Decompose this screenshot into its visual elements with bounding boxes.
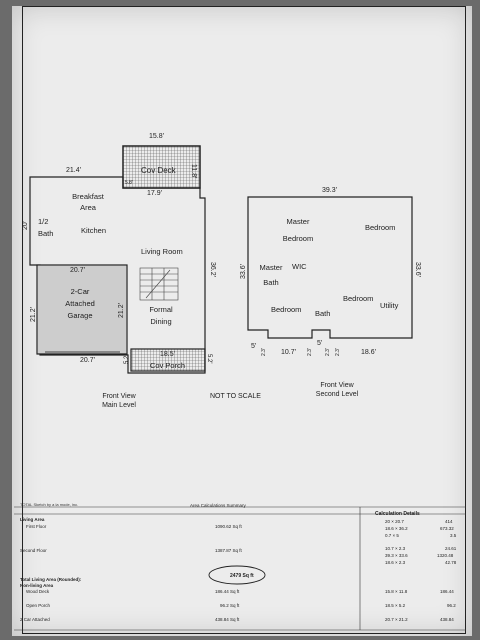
second-floor-label: Second Floor <box>20 548 47 553</box>
dim-offset-2: 2.3' <box>307 348 313 356</box>
room-garage: 2-Car Attached Garage <box>65 287 95 320</box>
garage-calc-val: 438.84 <box>440 617 454 622</box>
not-to-scale-label: NOT TO SCALE <box>210 393 261 400</box>
garage-calc-expr: 20.7 × 21.2 <box>385 617 408 622</box>
room-living: Living Room <box>141 247 183 256</box>
deck-value: 186.44 Sq ft <box>215 589 240 594</box>
dim-porch-left: 5.2' <box>124 354 130 365</box>
calc-row-val: 673.32 <box>440 526 454 531</box>
second-level-plan <box>247 196 413 339</box>
dim-offset-3: 2.3' <box>325 348 331 356</box>
calc-row-expr: 20 × 20.7 <box>385 519 404 524</box>
room-formal-dining: Formal Dining <box>149 305 173 326</box>
cov-porch-area <box>130 348 206 372</box>
second-floor-value: 1387.87 Sq ft <box>215 548 242 553</box>
calc-row-expr: 39.3 × 33.6 <box>385 553 408 558</box>
calc-row-val: 3.5 <box>450 533 457 538</box>
total-living-label: Total Living Area (Rounded): <box>20 577 82 582</box>
dim-small-left: 5.8' <box>125 180 133 186</box>
dim-top-width: 21.4' <box>66 167 81 174</box>
room-half-bath: 1/2 Bath <box>38 217 54 238</box>
living-area-label: Living Area <box>20 517 45 522</box>
dim-porch-right: 5.2' <box>206 354 212 364</box>
calc-row-val: 42.78 <box>445 560 457 565</box>
dim-left-side: 20' <box>22 220 29 230</box>
dim-garage-inner: 21.2' <box>118 303 125 318</box>
dim-deck-inner: 17.9' <box>147 190 162 197</box>
porch-label: Open Porch <box>26 603 51 608</box>
sketch-credit: TOTAL Sketch by a la mode, inc. <box>20 502 79 507</box>
room-cov-porch: Cov Porch <box>150 361 186 370</box>
dim-offset-1: 2.3' <box>261 348 267 356</box>
deck-label: Wood Deck <box>26 589 50 594</box>
dim-cov-deck-width: 15.8' <box>149 133 164 140</box>
room-bedroom-3: Bedroom <box>343 294 374 303</box>
dim-second-bottom-right: 18.6' <box>361 349 376 356</box>
dim-cov-deck-depth: 11.8' <box>190 164 197 179</box>
room-utility: Utility <box>380 301 399 310</box>
calc-row-val: 414 <box>445 519 453 524</box>
deck-calc-expr: 15.8 × 11.8 <box>385 589 408 594</box>
room-bath: Bath <box>315 309 331 318</box>
porch-calc-val: 96.2 <box>447 603 456 608</box>
calc-row-expr: 0.7 × 5 <box>385 533 399 538</box>
second-outline <box>247 196 413 339</box>
room-master-bedroom: Master Bedroom <box>282 217 314 243</box>
garage-value: 438.84 Sq ft <box>215 617 240 622</box>
dim-second-top: 39.3' <box>322 187 337 194</box>
porch-calc-expr: 18.5 × 5.2 <box>385 603 406 608</box>
room-breakfast: Breakfast Area <box>72 192 104 213</box>
dim-garage-width: 20.7' <box>70 267 85 274</box>
dim-second-left: 33.6' <box>240 264 247 279</box>
dim-second-right: 33.6' <box>414 262 421 277</box>
main-level-plan <box>29 145 206 374</box>
sketch-border <box>22 6 466 634</box>
first-floor-label: First Floor <box>26 524 47 529</box>
dim-second-bottom-left: 10.7' <box>281 349 296 356</box>
total-living-value: 2479 Sq ft <box>230 573 254 579</box>
room-kitchen: Kitchen <box>81 226 107 235</box>
caption-main-level: Front View Main Level <box>102 393 136 410</box>
porch-value: 96.2 Sq ft <box>220 603 240 608</box>
room-bedroom-1: Bedroom <box>365 223 396 232</box>
dim-offset-4: 2.3' <box>335 348 341 356</box>
dim-second-center-small: 5' <box>317 340 323 347</box>
room-bedroom-2: Bedroom <box>271 305 302 314</box>
garage-label: 2 Car Attached <box>20 617 50 622</box>
dim-porch-width: 18.5' <box>160 351 175 358</box>
deck-calc-val: 186.44 <box>440 589 454 594</box>
cov-deck-area <box>122 145 201 189</box>
calc-row-expr: 10.7 × 2.3 <box>385 546 406 551</box>
room-wic: WIC <box>292 262 307 271</box>
dim-right-side: 36.2' <box>209 262 216 277</box>
calc-row-expr: 18.6 × 2.3 <box>385 560 406 565</box>
room-master-bath: Master Bath <box>259 263 283 287</box>
calc-details-title: Calculation Details <box>375 511 420 517</box>
dim-bottom-width: 20.7' <box>80 357 95 364</box>
stair-symbol <box>139 267 179 301</box>
calc-row-val: 1320.48 <box>437 553 454 558</box>
summary-title: Area Calculations Summary <box>190 503 246 508</box>
calc-row-expr: 18.6 × 36.2 <box>385 526 408 531</box>
caption-second-level: Front View Second Level <box>315 382 359 399</box>
first-floor-value: 1090.62 Sq ft <box>215 524 242 529</box>
dim-garage-depth: 21.2' <box>30 307 37 322</box>
total-highlight-circle <box>208 565 266 585</box>
calc-row-val: 24.61 <box>445 546 457 551</box>
garage-area <box>36 264 128 355</box>
room-cov-deck: Cov Deck <box>141 166 176 175</box>
non-living-label: Non-living Area <box>20 583 54 588</box>
summary-lines <box>14 506 466 631</box>
dim-second-left-small: 5' <box>251 343 257 350</box>
